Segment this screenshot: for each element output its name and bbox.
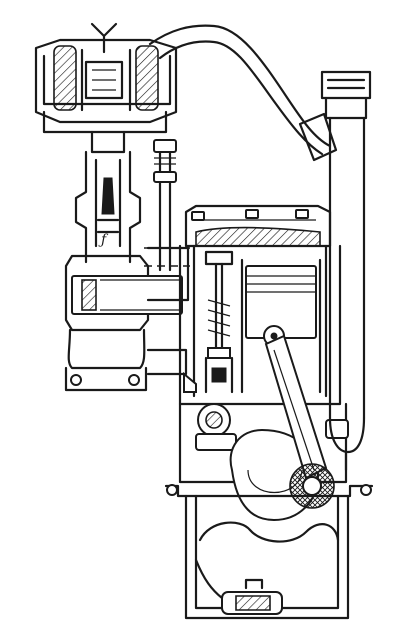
connecting-rod <box>264 334 335 509</box>
air-filter-element-right <box>135 45 159 111</box>
carburettor-mark-label: ƒ <box>98 232 109 248</box>
carburettor: ƒ <box>74 130 142 264</box>
valve-gear <box>204 250 234 394</box>
piston <box>245 265 317 339</box>
air-cleaner <box>34 22 178 134</box>
manifold-wall-left <box>81 279 97 311</box>
fuel-line <box>153 138 177 272</box>
inlet-manifold <box>64 246 190 392</box>
carburettor-jet <box>101 177 115 215</box>
side-outlet <box>146 348 197 393</box>
cylinder-head <box>184 204 332 248</box>
air-intake-pipe <box>148 24 338 162</box>
air-filter-element-left <box>53 45 77 111</box>
exhaust-stack <box>320 70 372 472</box>
cylinder-block <box>178 244 342 406</box>
oil-sump <box>164 484 374 620</box>
